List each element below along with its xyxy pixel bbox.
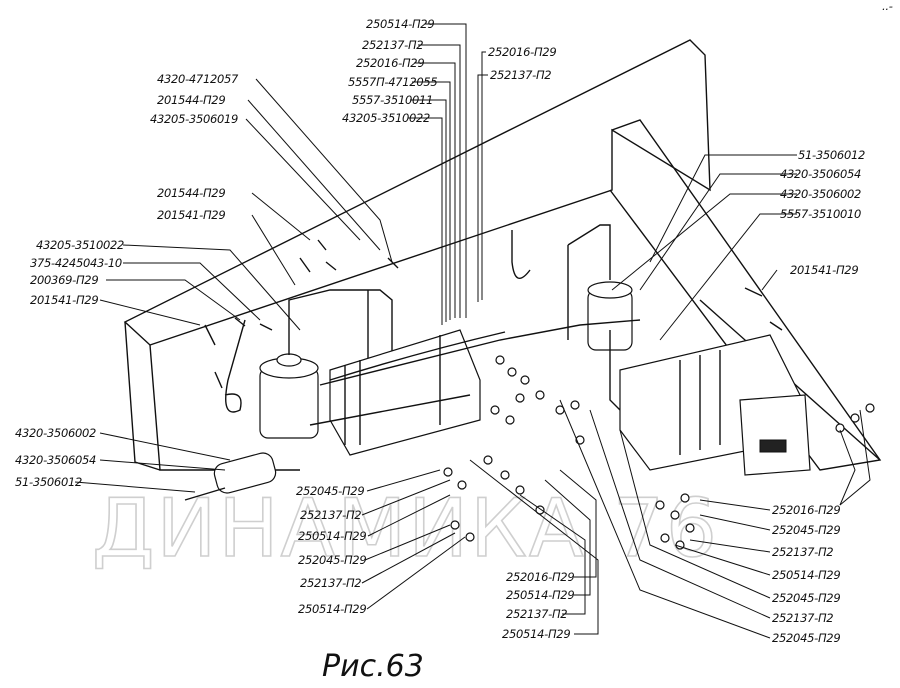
label-part: 201544-П29 — [157, 93, 225, 107]
label-part: 43205-3510022 — [36, 238, 124, 252]
label-part: 250514-П29 — [506, 588, 574, 602]
label-part: 252137-П2 — [772, 545, 833, 559]
label-part: 252016-П29 — [356, 56, 424, 70]
label-part: 250514-П29 — [366, 17, 434, 31]
label-part: 51-3506012 — [798, 148, 865, 162]
left-receiver-cylinder — [184, 329, 481, 501]
label-part: 4320-4712057 — [157, 72, 239, 86]
label-part: 5557-3510010 — [780, 207, 861, 221]
label-part: 4320-3506054 — [15, 453, 96, 467]
label-part: 201541-П29 — [790, 263, 858, 277]
label-part: 4320-3506002 — [15, 426, 96, 440]
left-dryer-assembly — [259, 289, 393, 439]
label-part: 252137-П2 — [490, 68, 551, 82]
label-part: 51-3506012 — [15, 475, 82, 489]
label-part: 252137-П2 — [362, 38, 423, 52]
right-receiver-cylinder — [619, 334, 811, 476]
label-part: 5557П-4712055 — [348, 75, 437, 89]
label-part: 252045-П29 — [772, 631, 840, 645]
label-part: 252137-П2 — [300, 576, 361, 590]
label-part: 250514-П29 — [298, 602, 366, 616]
fastener-hardware — [204, 239, 875, 550]
label-part: 252045-П29 — [772, 591, 840, 605]
label-part: 4320-3506002 — [780, 187, 861, 201]
label-part: 5557-3510011 — [352, 93, 433, 107]
label-part: 43205-3506019 — [150, 112, 238, 126]
label-part: 250514-П29 — [502, 627, 570, 641]
label-part: 252137-П2 — [506, 607, 567, 621]
label-part: 252045-П29 — [296, 484, 364, 498]
label-part: 252016-П29 — [488, 45, 556, 59]
label-part: 201541-П29 — [30, 293, 98, 307]
label-part: 4320-3506054 — [780, 167, 861, 181]
label-part: 250514-П29 — [298, 529, 366, 543]
label-part: 250514-П29 — [772, 568, 840, 582]
label-part: 252045-П29 — [772, 523, 840, 537]
part-labels: 250514-П29 252137-П2 252016-П29 5557П-47… — [15, 17, 865, 645]
leader-lines — [74, 23, 871, 639]
right-dryer-assembly — [511, 224, 633, 351]
label-part: 252137-П2 — [772, 611, 833, 625]
label-part: 252045-П29 — [298, 553, 366, 567]
label-part: 375-4245043-10 — [30, 256, 122, 270]
label-part: 200369-П29 — [30, 273, 98, 287]
watermark-text: ДИНАМИКА 76 — [92, 482, 719, 575]
label-part: 201541-П29 — [157, 208, 225, 222]
label-part: 252016-П29 — [772, 503, 840, 517]
figure-caption: Рис.63 — [322, 649, 424, 684]
label-part: 252137-П2 — [300, 508, 361, 522]
label-part: 201544-П29 — [157, 186, 225, 200]
corner-mark: ..- — [882, 0, 893, 13]
label-part: 43205-3510022 — [342, 111, 430, 125]
frame-rail — [123, 39, 882, 471]
connecting-pipes — [224, 319, 641, 413]
label-part: 252016-П29 — [506, 570, 574, 584]
